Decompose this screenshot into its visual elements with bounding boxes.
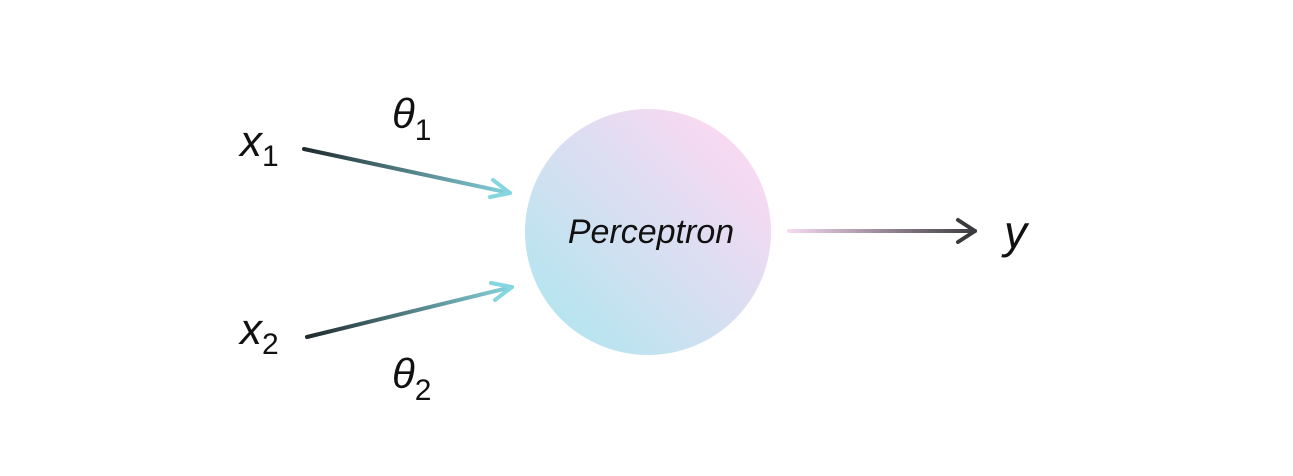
perceptron-node: Perceptron — [525, 109, 771, 355]
output-y-label: y — [1001, 206, 1030, 258]
input-arrow-1 — [302, 147, 512, 199]
input-x1-label: x1 — [238, 117, 279, 173]
weight-theta1-label: θ1 — [392, 90, 431, 147]
input-arrow-2 — [305, 281, 514, 339]
output-arrow — [787, 218, 977, 244]
perceptron-label: Perceptron — [568, 213, 734, 251]
input-x2-label: x2 — [238, 305, 279, 361]
weight-theta2-label: θ2 — [392, 350, 431, 407]
